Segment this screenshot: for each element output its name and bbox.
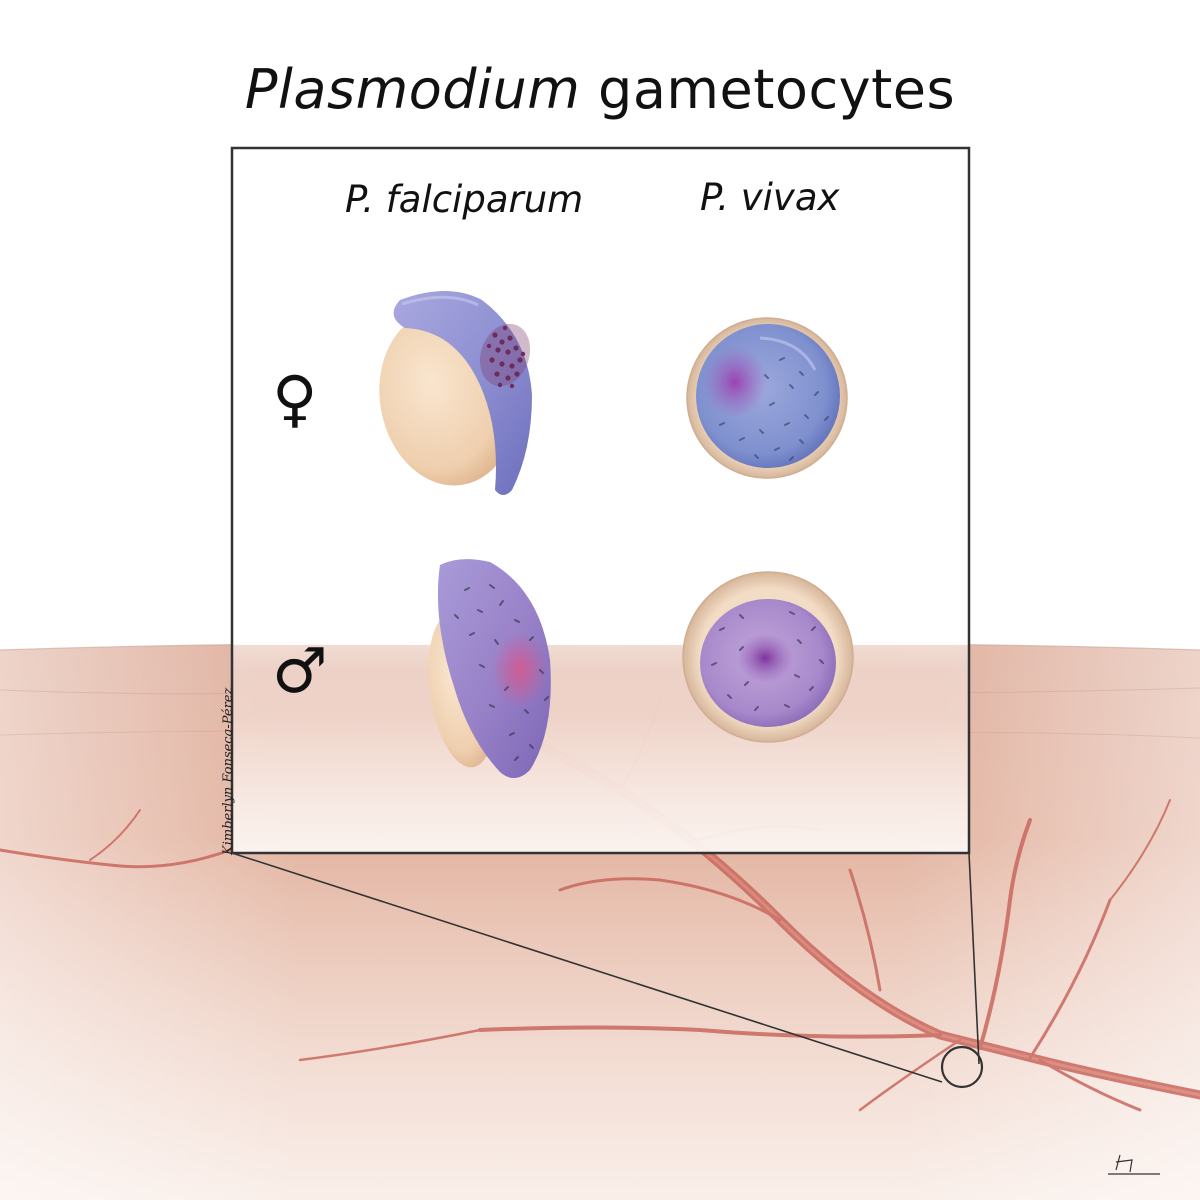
pigment-granules xyxy=(454,584,549,761)
pigment-granules xyxy=(719,357,829,461)
female-symbol-icon: ♀ xyxy=(272,362,318,435)
title-genus: Plasmodium xyxy=(244,58,581,121)
artist-signature: Kimberlyn Fonseca-Pérez xyxy=(221,687,236,855)
artist-monogram xyxy=(1108,1154,1160,1175)
male-symbol-icon: ♂ xyxy=(272,634,328,707)
falciparum-male-gametocyte xyxy=(428,559,551,779)
vivax-female-gametocyte xyxy=(686,317,848,479)
zoom-circle xyxy=(940,1045,984,1089)
column-label-vivax: P. vivax xyxy=(700,176,840,219)
title-rest: gametocytes xyxy=(580,58,956,121)
magnification-frame xyxy=(230,146,980,1083)
pigment-granules xyxy=(711,611,824,711)
falciparum-female-gametocyte xyxy=(379,291,532,495)
vivax-male-gametocyte xyxy=(682,571,854,743)
figure-title: Plasmodium gametocytes xyxy=(0,58,1200,121)
chromatin-cluster xyxy=(486,325,526,389)
column-label-falciparum: P. falciparum xyxy=(345,178,584,221)
